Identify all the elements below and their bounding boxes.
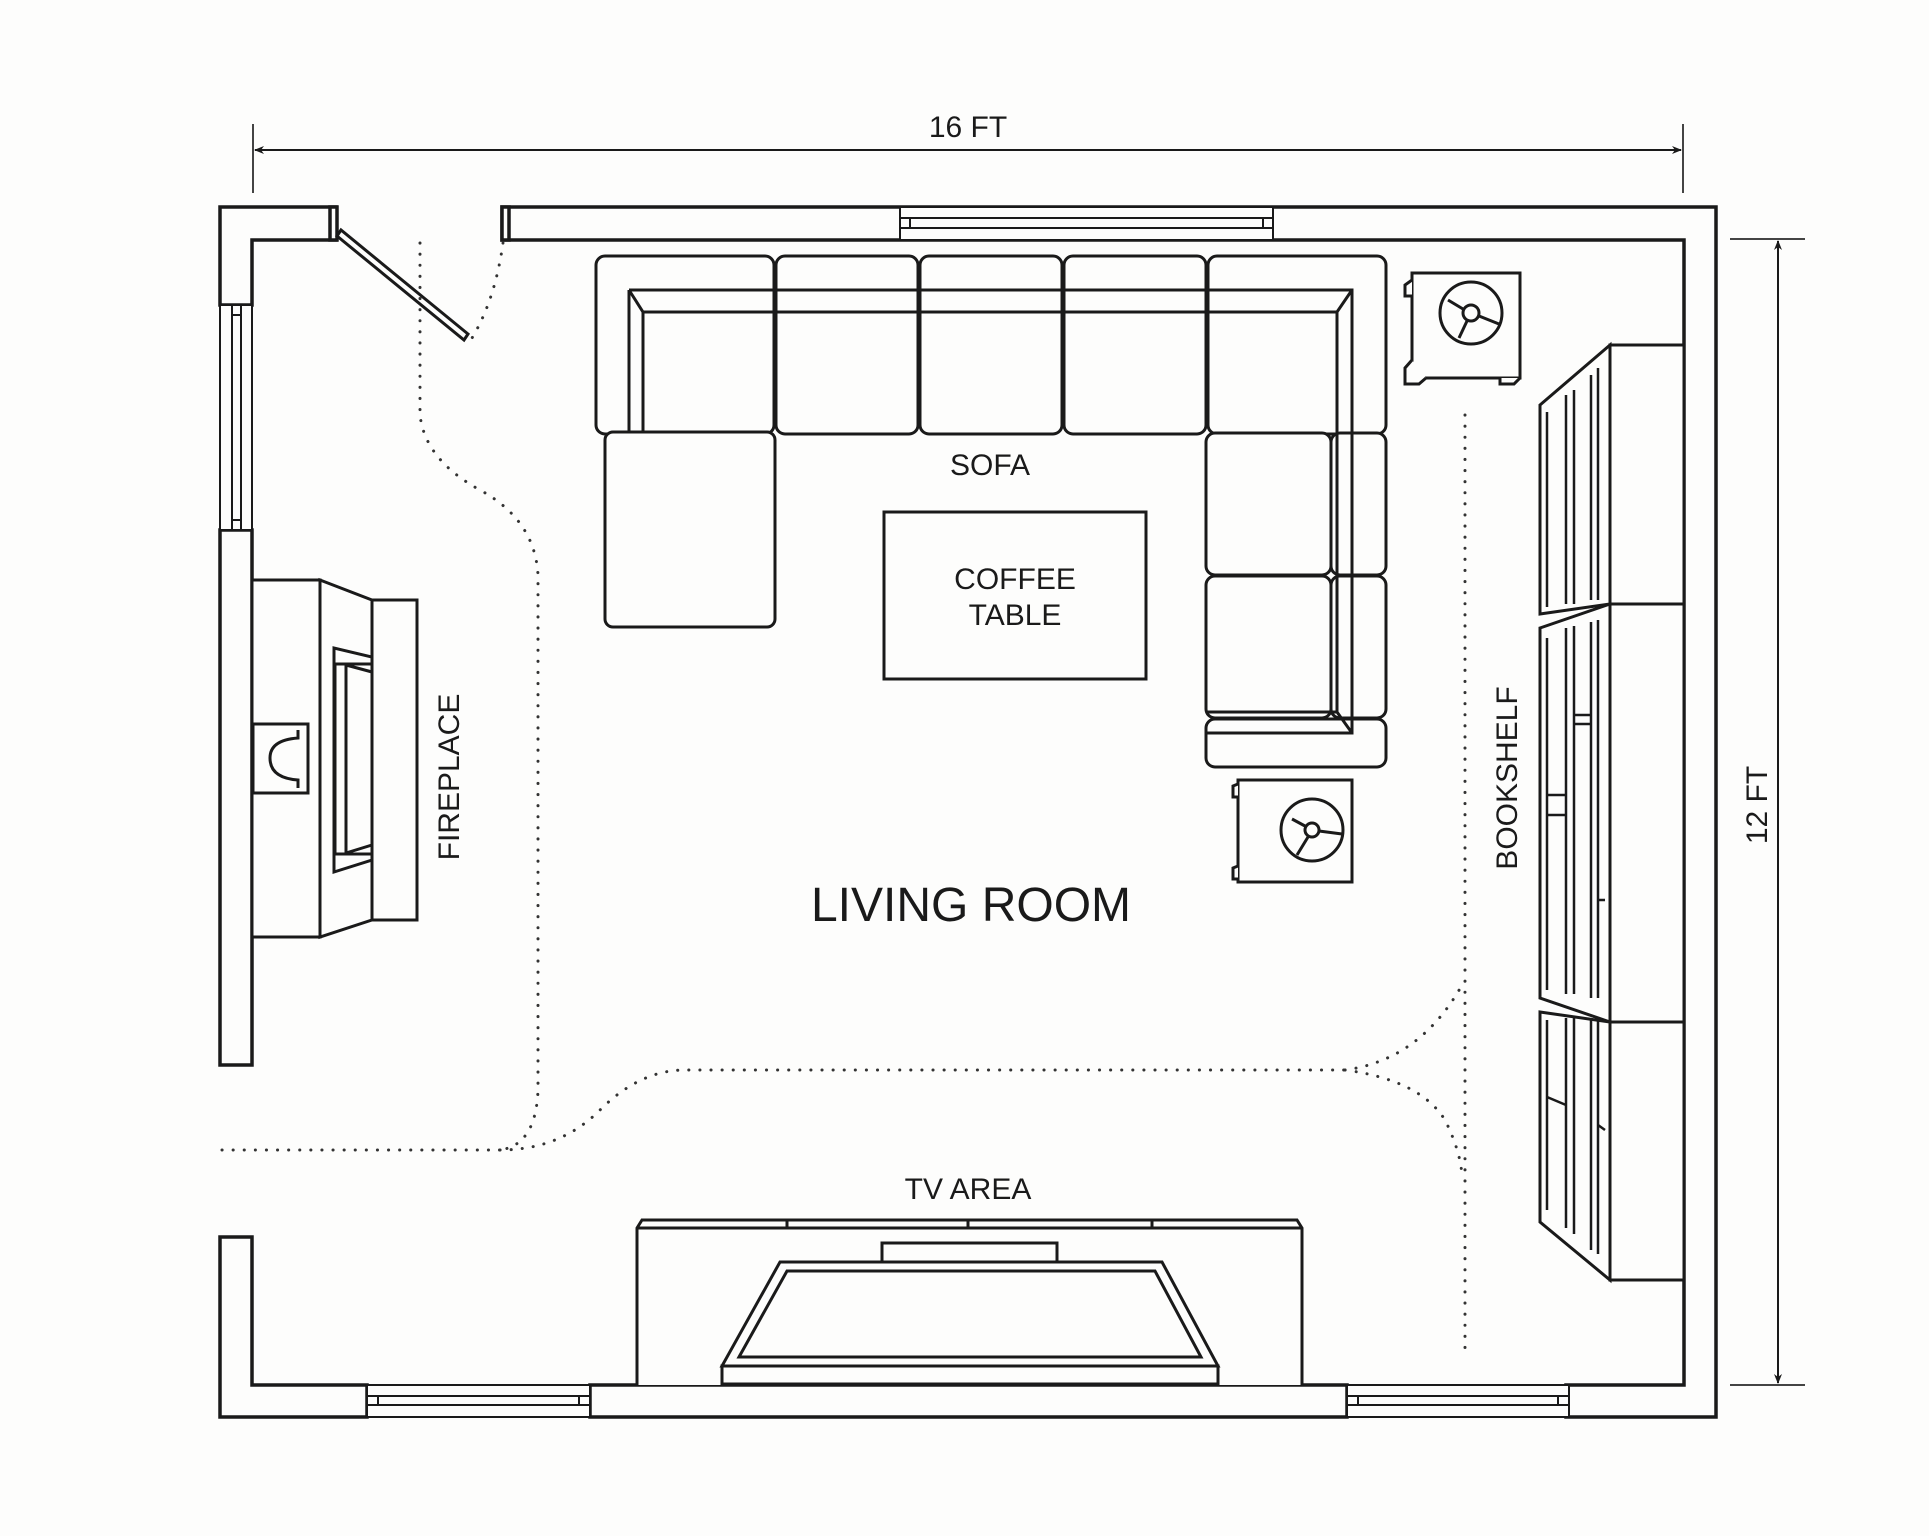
zone-boundaries — [220, 241, 1467, 1360]
lamp-icon — [1279, 797, 1345, 863]
window-bottom-left — [366, 1384, 591, 1418]
bookshelf-label: BOOKSHELF — [1491, 686, 1524, 870]
window-top — [899, 206, 1274, 241]
height-dimension-label: 12 FT — [1741, 765, 1774, 845]
room-title: LIVING ROOM — [810, 879, 1132, 932]
coffee-table-label-line2: TABLE — [968, 599, 1062, 632]
fireplace — [250, 577, 419, 940]
height-dimension — [1730, 238, 1805, 1386]
sofa — [594, 254, 1388, 769]
width-dimension — [252, 124, 1684, 193]
window-left — [219, 304, 253, 531]
television — [719, 1241, 1221, 1386]
coffee-table — [882, 510, 1148, 681]
fireplace-label: FIREPLACE — [433, 693, 466, 861]
side-table-bottom — [1231, 778, 1354, 884]
tv-area-label: TV AREA — [904, 1173, 1032, 1206]
lamp-icon — [1438, 280, 1504, 346]
bookshelf — [1538, 341, 1686, 1284]
sofa-label: SOFA — [949, 449, 1031, 482]
window-bottom-right — [1346, 1384, 1570, 1418]
entry-door — [334, 227, 471, 343]
door-swing-arc — [470, 241, 505, 340]
coffee-table-label-line1: COFFEE — [954, 563, 1076, 596]
side-table-top — [1403, 271, 1522, 386]
width-dimension-label: 16 FT — [928, 111, 1008, 144]
